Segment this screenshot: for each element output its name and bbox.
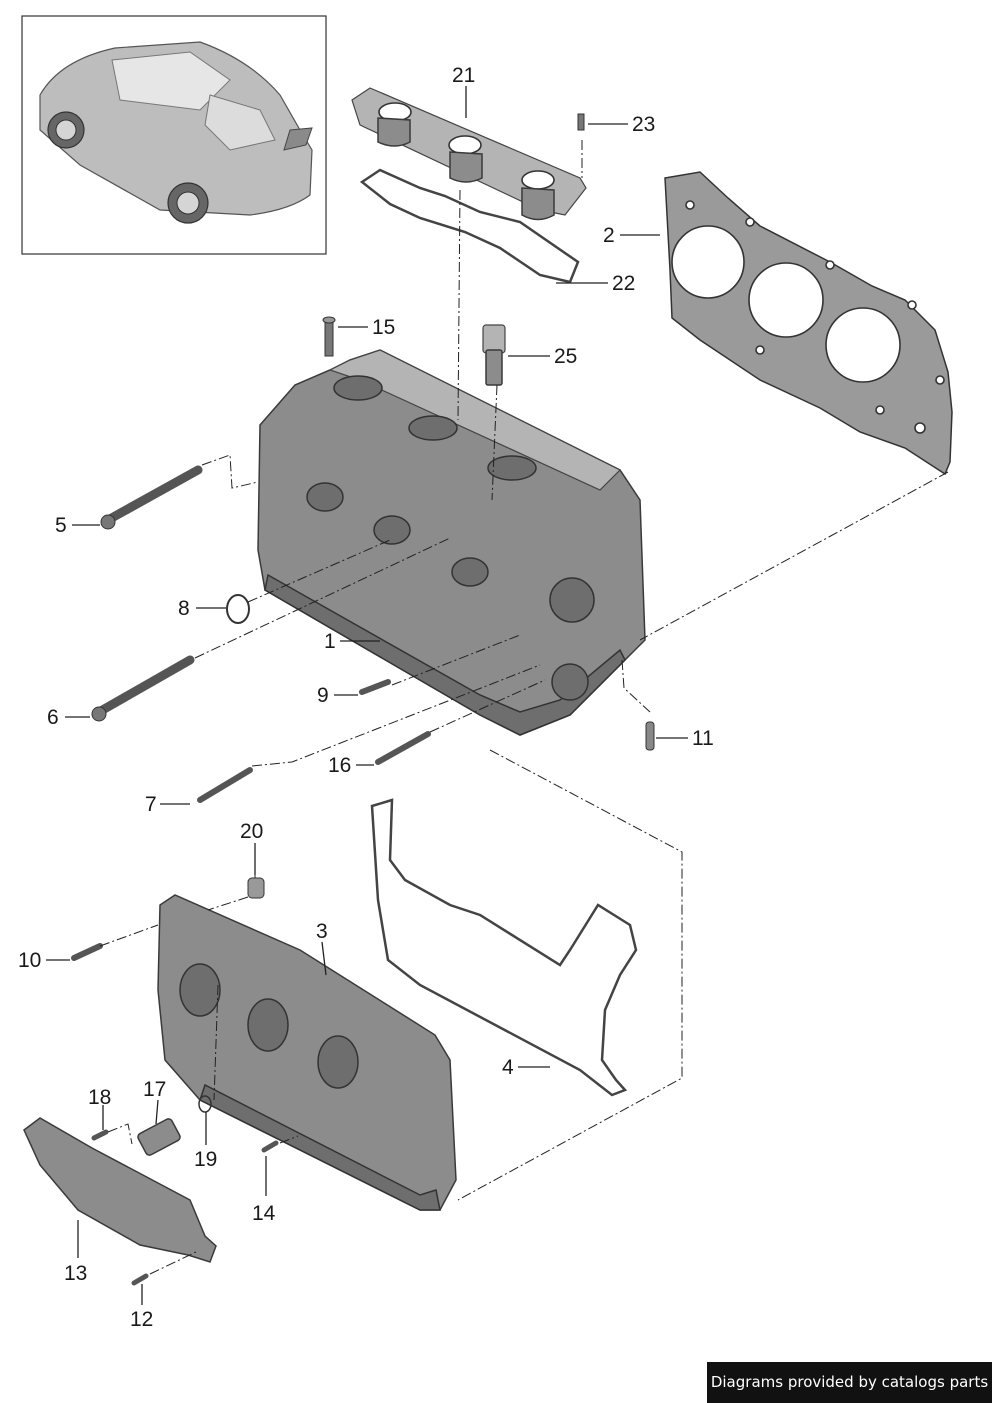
- callout-20: 20: [240, 820, 263, 843]
- part-22-gasket: [359, 168, 580, 284]
- bolts: [91, 465, 431, 803]
- part-1-cylinder-head: [257, 349, 646, 736]
- credit-text: Diagrams provided by catalogs parts: [710, 1373, 989, 1391]
- vehicle-thumbnail: [21, 15, 327, 255]
- part-8-o-ring: [226, 594, 250, 624]
- callout-10: 10: [18, 949, 41, 972]
- part-2-head-gasket: [664, 171, 953, 476]
- part-21-cam-bridge: [351, 87, 587, 221]
- callout-8: 8: [178, 597, 190, 620]
- part-25-sensor: [482, 324, 506, 386]
- part-17-valve: [137, 1095, 212, 1156]
- callout-23: 23: [632, 113, 655, 136]
- callout-22: 22: [612, 272, 635, 295]
- callout-labels: 21 23 2 22 15 25 5 8 1 9 6 11 16 7 20 3 …: [18, 64, 714, 1331]
- part-13-shield: [23, 1117, 217, 1263]
- part-18-screw: [91, 1129, 109, 1141]
- callout-14: 14: [252, 1202, 276, 1225]
- callout-17: 17: [143, 1078, 166, 1101]
- part-14-screw: [261, 1140, 279, 1153]
- callout-19: 19: [194, 1148, 217, 1171]
- callout-7: 7: [145, 793, 157, 816]
- callout-leaders: [46, 86, 688, 1305]
- callout-18: 18: [88, 1086, 111, 1109]
- callout-9: 9: [317, 684, 329, 707]
- part-4-gasket: [370, 798, 638, 1097]
- callout-12: 12: [130, 1308, 153, 1331]
- callout-2: 2: [603, 224, 615, 247]
- callout-3: 3: [316, 920, 328, 943]
- callout-6: 6: [47, 706, 59, 729]
- part-23-screw: [577, 113, 628, 131]
- callout-5: 5: [55, 514, 67, 537]
- assembly-lines: [99, 140, 949, 1275]
- callout-13: 13: [64, 1262, 87, 1285]
- callout-15: 15: [372, 316, 395, 339]
- callout-1: 1: [324, 630, 336, 653]
- callout-16: 16: [328, 754, 351, 777]
- callout-21: 21: [452, 64, 475, 87]
- part-10-bolt: [71, 943, 103, 961]
- part-15-screw: [322, 316, 336, 357]
- callout-4: 4: [502, 1056, 514, 1079]
- part-20-bushing: [247, 877, 265, 899]
- callout-11: 11: [692, 727, 714, 750]
- credit-footer: Diagrams provided by catalogs parts: [707, 1362, 992, 1403]
- callout-25: 25: [554, 345, 577, 368]
- part-12-screw: [131, 1273, 149, 1286]
- part-3-cam-cover: [157, 894, 457, 1211]
- part-11-dowel: [645, 721, 655, 751]
